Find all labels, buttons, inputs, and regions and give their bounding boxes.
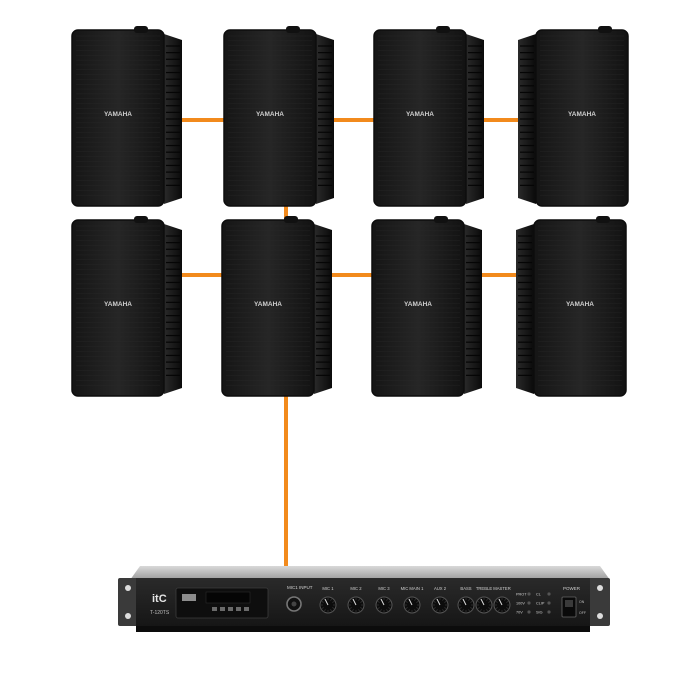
indicator-led (527, 601, 531, 605)
speaker-6: YAMAHA (221, 216, 332, 397)
tone-knob-bass: BASS (457, 586, 475, 614)
speaker-4: YAMAHA (518, 26, 629, 207)
media-control-button (220, 607, 225, 611)
amp-top-surface (130, 566, 610, 580)
indicator-label: SIG (536, 611, 543, 615)
speaker-mount-knob (134, 216, 148, 223)
power-switch-off-label: OFF (579, 611, 586, 615)
media-control-button (236, 607, 241, 611)
channel-knob-1: MIC 1 (319, 586, 337, 614)
channel-knob-4-label: MIC MAIN 1 (401, 586, 424, 591)
power-label: POWER (563, 586, 581, 591)
speaker-mount-knob (596, 216, 610, 223)
indicator-label: 70V (516, 611, 523, 615)
tone-knob-master-label: MASTER (493, 586, 510, 591)
channel-knob-5-label: AUX 2 (434, 586, 447, 591)
power-switch-on-label: ON (579, 600, 585, 604)
speaker-brand-label: YAMAHA (404, 301, 432, 308)
tone-knob-master: MASTER (493, 586, 511, 614)
indicator-label: PROT (516, 593, 527, 597)
speaker-5: YAMAHA (71, 216, 182, 397)
speaker-brand-label: YAMAHA (256, 111, 284, 118)
speaker-brand-label: YAMAHA (568, 111, 596, 118)
speaker-mount-knob (436, 26, 450, 33)
tone-knob-treble-label: TREBLE (476, 586, 492, 591)
speaker-1: YAMAHA (71, 26, 182, 207)
media-control-button (244, 607, 249, 611)
amp-rack-ear-right (586, 578, 610, 626)
speaker-brand-label: YAMAHA (254, 301, 282, 308)
media-control-button (212, 607, 217, 611)
speaker-mount-knob (286, 26, 300, 33)
channel-knob-3: MIC 3 (375, 586, 393, 614)
media-control-button (228, 607, 233, 611)
speaker-7: YAMAHA (371, 216, 482, 397)
speaker-cables (180, 118, 520, 566)
indicator-led (527, 592, 531, 596)
channel-knob-1-label: MIC 1 (322, 586, 334, 591)
speaker-brand-label: YAMAHA (104, 111, 132, 118)
tone-knob-bass-label: BASS (460, 586, 471, 591)
indicator-led (547, 601, 551, 605)
speaker-brand-label: YAMAHA (566, 301, 594, 308)
speaker-mount-knob (134, 26, 148, 33)
media-display (205, 591, 251, 604)
speaker-brand-label: YAMAHA (104, 301, 132, 308)
mixer-amplifier: itC T-120TS MIC1 INPUT MIC 1 MIC 2 MIC 3 MI… (118, 566, 610, 632)
speaker-mount-knob (434, 216, 448, 223)
indicator-led (547, 592, 551, 596)
tone-knob-treble: TREBLE (475, 586, 493, 614)
amp-model-label: T-120TS (150, 610, 170, 616)
indicator-label: CLIP (536, 602, 545, 606)
channel-knob-2-label: MIC 2 (350, 586, 362, 591)
channel-knob-5: AUX 2 (431, 586, 449, 614)
indicator-led (527, 610, 531, 614)
speaker-8: YAMAHA (516, 216, 627, 397)
speaker-mount-knob (598, 26, 612, 33)
speaker-2: YAMAHA (223, 26, 334, 207)
speaker-mount-knob (284, 216, 298, 223)
amp-brand-logo: itC (152, 593, 167, 605)
channel-knob-3-label: MIC 3 (378, 586, 390, 591)
indicator-led (547, 610, 551, 614)
speaker-3: YAMAHA (373, 26, 484, 207)
speaker-brand-label: YAMAHA (406, 111, 434, 118)
channel-knob-2: MIC 2 (347, 586, 365, 614)
speaker-array: YAMAHA YAMAHA YAMAHA YAMAHA YAMAHA YAMAHA YAMA… (71, 26, 629, 397)
mic-input-label: MIC1 INPUT (287, 585, 313, 590)
indicator-label: 100V (516, 602, 525, 606)
channel-knob-4: MIC MAIN 1 (401, 586, 424, 614)
indicator-label: CL (536, 593, 541, 597)
usb-port (182, 594, 196, 601)
